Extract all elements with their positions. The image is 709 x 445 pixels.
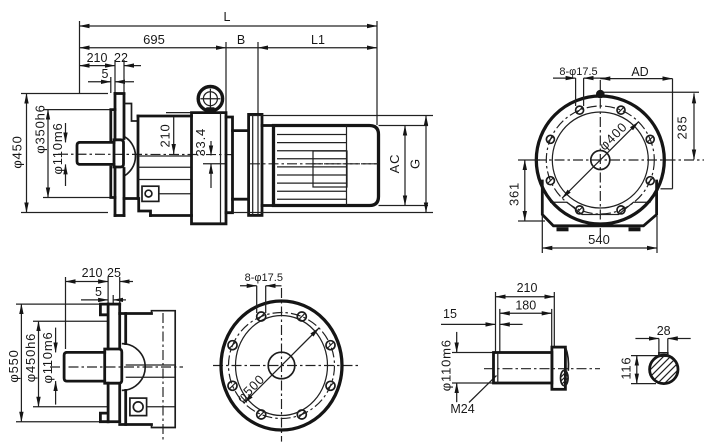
svg-text:φ550: φ550 xyxy=(6,349,21,382)
svg-text:φ110m6: φ110m6 xyxy=(439,339,454,391)
svg-text:540: 540 xyxy=(588,232,610,247)
svg-text:φ110m6: φ110m6 xyxy=(40,331,55,383)
svg-text:5: 5 xyxy=(102,67,109,81)
svg-text:28: 28 xyxy=(657,324,671,338)
svg-text:5: 5 xyxy=(95,285,102,299)
svg-text:210: 210 xyxy=(87,51,108,65)
svg-text:180: 180 xyxy=(515,299,536,313)
svg-text:22: 22 xyxy=(114,51,128,65)
svg-text:B: B xyxy=(237,33,245,47)
svg-text:L: L xyxy=(224,10,231,24)
svg-text:116: 116 xyxy=(619,357,634,380)
svg-text:AC: AC xyxy=(387,154,402,174)
svg-text:8-φ17.5: 8-φ17.5 xyxy=(559,66,597,78)
svg-text:15: 15 xyxy=(443,307,457,321)
svg-text:AD: AD xyxy=(631,65,648,79)
svg-text:φ350h6: φ350h6 xyxy=(33,104,48,153)
svg-text:G: G xyxy=(408,158,423,169)
svg-text:25: 25 xyxy=(107,266,121,280)
svg-text:210: 210 xyxy=(82,266,103,280)
svg-text:M24: M24 xyxy=(450,402,474,416)
svg-text:695: 695 xyxy=(143,32,165,47)
svg-text:285: 285 xyxy=(675,115,690,139)
svg-text:210: 210 xyxy=(517,281,538,295)
svg-text:φ450h6: φ450h6 xyxy=(23,333,38,382)
svg-text:φ450: φ450 xyxy=(10,135,25,168)
svg-text:33.4: 33.4 xyxy=(193,128,208,157)
svg-text:L1: L1 xyxy=(311,33,325,47)
svg-text:361: 361 xyxy=(507,182,522,206)
svg-text:8-φ17.5: 8-φ17.5 xyxy=(245,272,283,284)
svg-text:φ110m6: φ110m6 xyxy=(50,122,65,174)
svg-text:210: 210 xyxy=(158,123,173,147)
